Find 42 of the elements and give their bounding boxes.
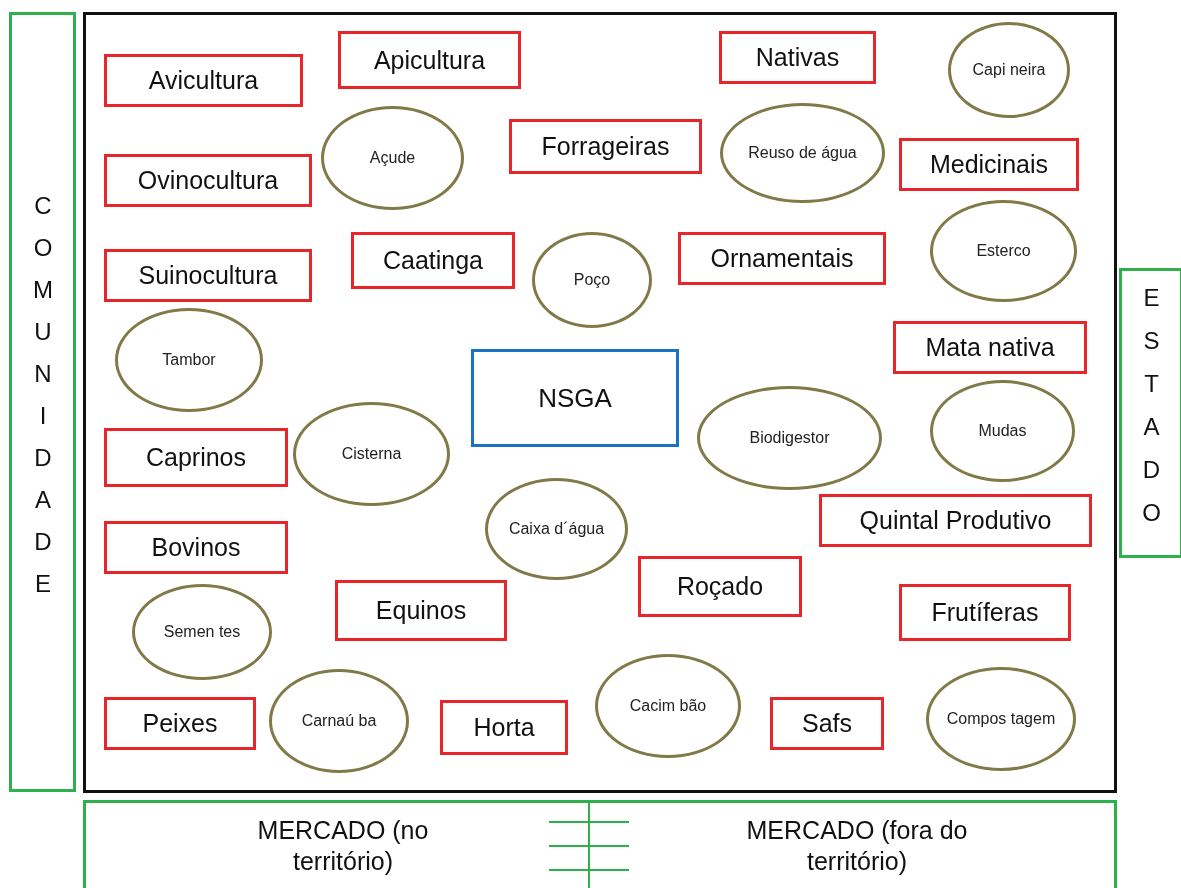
process-box: Forrageiras — [509, 119, 702, 174]
resource-ellipse: Carnaú ba — [269, 669, 409, 773]
resource-ellipse: Caixa d´água — [485, 478, 628, 580]
market-label: MERCADO (fora do território) — [745, 815, 969, 877]
center-box: NSGA — [471, 349, 679, 447]
resource-ellipse: Esterco — [930, 200, 1077, 302]
process-box: Apicultura — [338, 31, 521, 89]
resource-ellipse: Tambor — [115, 308, 263, 412]
actor-band — [9, 12, 76, 792]
resource-ellipse: Compos tagem — [926, 667, 1076, 771]
process-box: Peixes — [104, 697, 256, 750]
process-box: Caprinos — [104, 428, 288, 487]
market-band — [83, 800, 1117, 888]
process-box: Roçado — [638, 556, 802, 617]
actor-band — [1119, 268, 1181, 558]
resource-ellipse: Cacim bão — [595, 654, 741, 758]
process-box: Safs — [770, 697, 884, 750]
band-label: COMUNIDADE — [28, 192, 57, 612]
process-box: Nativas — [719, 31, 876, 84]
process-box: Caatinga — [351, 232, 515, 289]
process-box: Avicultura — [104, 54, 303, 107]
process-box: Suinocultura — [104, 249, 312, 302]
resource-ellipse: Açude — [321, 106, 464, 210]
process-box: Horta — [440, 700, 568, 755]
process-box: Medicinais — [899, 138, 1079, 191]
process-box: Bovinos — [104, 521, 288, 574]
band-label: ESTADO — [1137, 284, 1165, 542]
process-box: Equinos — [335, 580, 507, 641]
process-box: Ovinocultura — [104, 154, 312, 207]
process-box: Frutíferas — [899, 584, 1071, 641]
market-label: MERCADO (no território) — [256, 815, 430, 877]
process-box: Ornamentais — [678, 232, 886, 285]
resource-ellipse: Cisterna — [293, 402, 450, 506]
process-box: Mata nativa — [893, 321, 1087, 374]
process-box: Quintal Produtivo — [819, 494, 1092, 547]
resource-ellipse: Mudas — [930, 380, 1075, 482]
frame-box — [83, 12, 1117, 793]
resource-ellipse: Capi neira — [948, 22, 1070, 118]
resource-ellipse: Reuso de água — [720, 103, 885, 203]
resource-ellipse: Semen tes — [132, 584, 272, 680]
resource-ellipse: Poço — [532, 232, 652, 328]
resource-ellipse: Biodigestor — [697, 386, 882, 490]
